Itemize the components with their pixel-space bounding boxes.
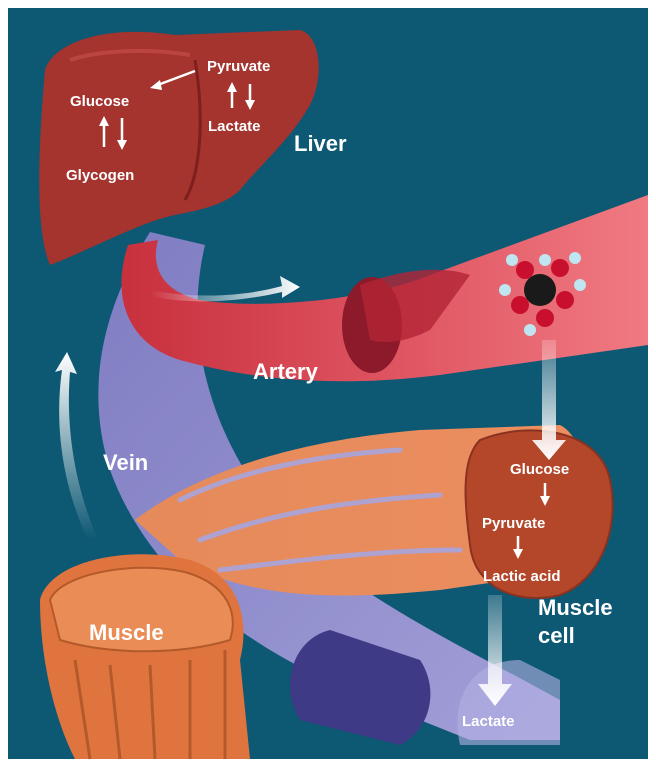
muscle-cell-label-line1: Muscle [538,595,613,620]
cell-pyruvate-label: Pyruvate [482,515,545,532]
muscle-label: Muscle [89,620,164,645]
liver-glucose-label: Glucose [70,93,129,110]
artery-label: Artery [253,359,319,384]
muscle-cell-label-line2: cell [538,623,575,648]
liver-pyruvate-label: Pyruvate [207,58,270,75]
liver-glycogen-label: Glycogen [66,167,134,184]
cell-lactic-acid-label: Lactic acid [483,568,561,585]
vein-label: Vein [103,450,148,475]
lactate-out-label: Lactate [462,713,515,730]
muscle [40,554,250,759]
liver-label: Liver [294,131,347,156]
liver-lactate-label: Lactate [208,118,261,135]
cell-glucose-label: Glucose [510,461,569,478]
